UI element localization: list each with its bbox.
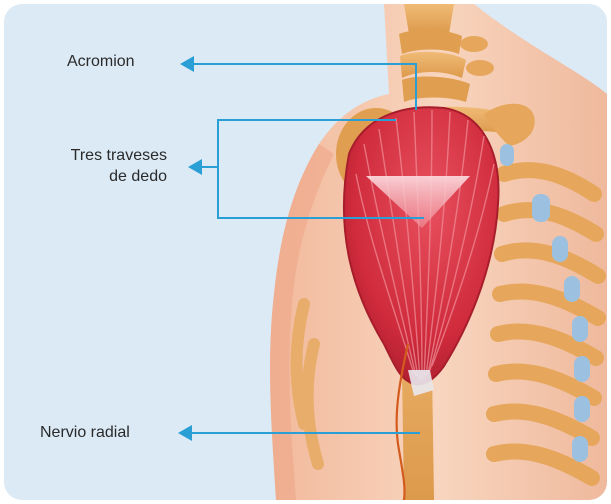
label-acromion: Acromion: [67, 51, 135, 72]
label-tres-traveses: Tres traveses de dedo: [71, 145, 167, 187]
label-tres-traveses-line1: Tres traveses: [71, 145, 167, 166]
label-tres-traveses-line2: de dedo: [71, 166, 167, 187]
label-nervio-radial: Nervio radial: [40, 422, 130, 443]
